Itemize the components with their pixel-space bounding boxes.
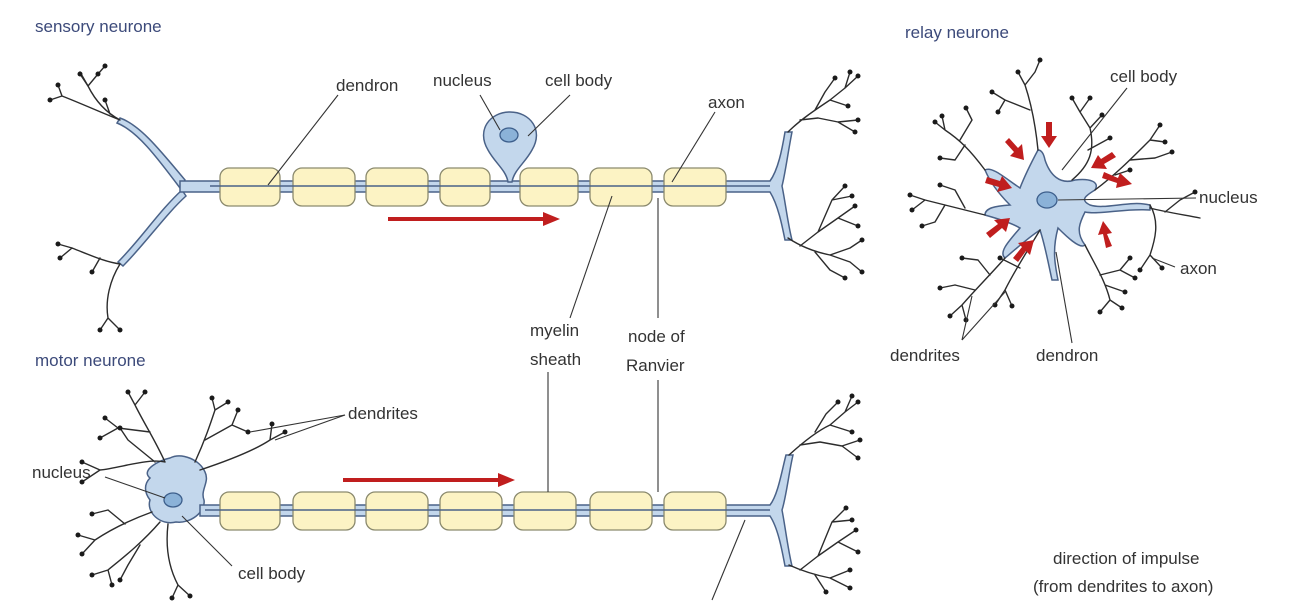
myelin-sheath-label-line1: myelin [530,321,579,340]
sensory-impulse-arrow [388,212,560,226]
motor-myelin-sheaths [219,491,727,531]
motor-neurone-title: motor neurone [35,351,146,370]
motor-dendrite-tree [75,389,288,601]
relay-dendron-label: dendron [1036,346,1098,365]
relay-cell-body [984,149,1151,281]
relay-dendrites-label: dendrites [890,346,960,365]
relay-nucleus-label: nucleus [1199,188,1258,207]
relay-neurone [907,57,1201,344]
sensory-neurone [47,63,865,333]
relay-cell-body-label: cell body [1110,67,1178,86]
motor-neurone [75,372,863,601]
relay-neurone-title: relay neurone [905,23,1009,42]
motor-axon-label: axon [705,597,742,603]
sensory-nucleus [499,127,519,143]
motor-impulse-arrow [343,473,515,487]
motor-cell-body-label: cell body [238,564,306,583]
relay-axon-label: axon [1180,259,1217,278]
myelin-sheath-label-line2: sheath [530,350,581,369]
motor-dendrites-label: dendrites [348,404,418,423]
sensory-axon-label: axon [708,93,745,112]
node-of-ranvier-label-line2: Ranvier [626,356,685,375]
sensory-axon-terminals [787,69,865,281]
sensory-nucleus-label: nucleus [433,71,492,90]
sensory-cell-body [482,111,538,183]
impulse-legend-line2: (from dendrites to axon) [1033,577,1213,596]
relay-impulse-arrows [985,122,1132,262]
motor-nucleus-label: nucleus [32,463,91,482]
sensory-dendrite-tree [47,63,187,333]
motor-nucleus [163,492,183,508]
sensory-neurone-title: sensory neurone [35,17,162,36]
relay-dendrite-tree [907,57,1201,323]
motor-cell-body [144,455,208,524]
motor-axon-terminals [788,393,863,595]
node-of-ranvier-label-line1: node of [628,327,685,346]
relay-nucleus [1036,191,1058,209]
sensory-myelin-sheaths [219,167,727,207]
sensory-cell-body-label: cell body [545,71,613,90]
impulse-legend-line1: direction of impulse [1053,549,1199,568]
sensory-dendron-label: dendron [336,76,398,95]
